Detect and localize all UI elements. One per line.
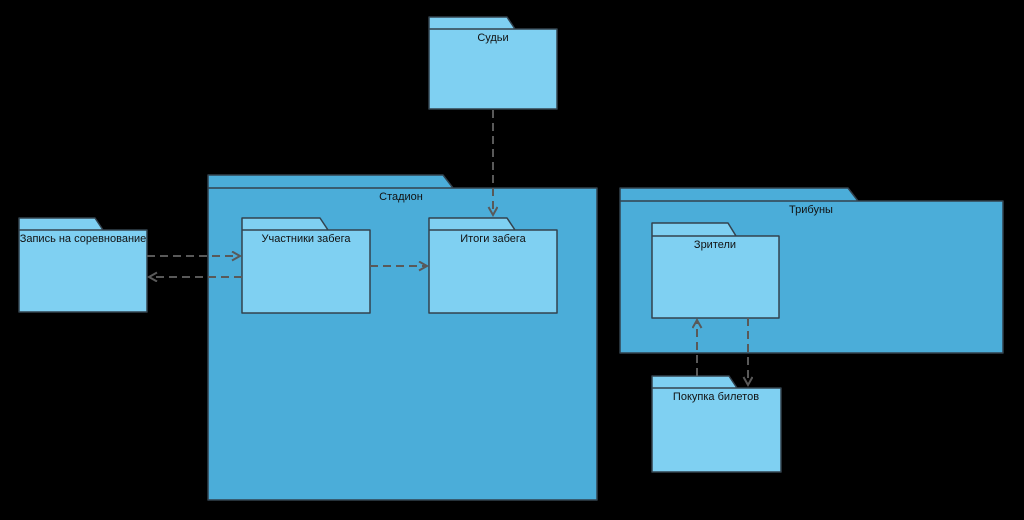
package-pokupka-shape: [651, 375, 782, 473]
package-zriteli: Зрители: [651, 222, 780, 319]
package-zriteli-shape: [651, 222, 780, 319]
package-stadion-label: Стадион: [379, 191, 423, 203]
package-itogi-label: Итоги забега: [460, 233, 526, 245]
package-itogi-shape: [428, 217, 558, 314]
package-uchastniki-label: Участники забега: [262, 233, 352, 245]
package-zapis-shape: [18, 217, 148, 313]
package-tribuny-label: Трибуны: [789, 204, 833, 216]
package-itogi: Итоги забега: [428, 217, 558, 314]
package-pokupka: Покупка билетов: [651, 375, 782, 473]
package-uchastniki: Участники забега: [241, 217, 371, 314]
package-sudi: Судьи: [428, 16, 558, 110]
package-zapis-label: Запись на соревнование: [20, 233, 147, 245]
package-zriteli-label: Зрители: [694, 239, 736, 251]
package-pokupka-label: Покупка билетов: [673, 391, 759, 403]
package-sudi-label: Судьи: [477, 32, 508, 44]
package-zapis: Запись на соревнование: [18, 217, 148, 313]
package-sudi-shape: [428, 16, 558, 110]
dependency-edges: [147, 110, 748, 385]
package-uchastniki-shape: [241, 217, 371, 314]
